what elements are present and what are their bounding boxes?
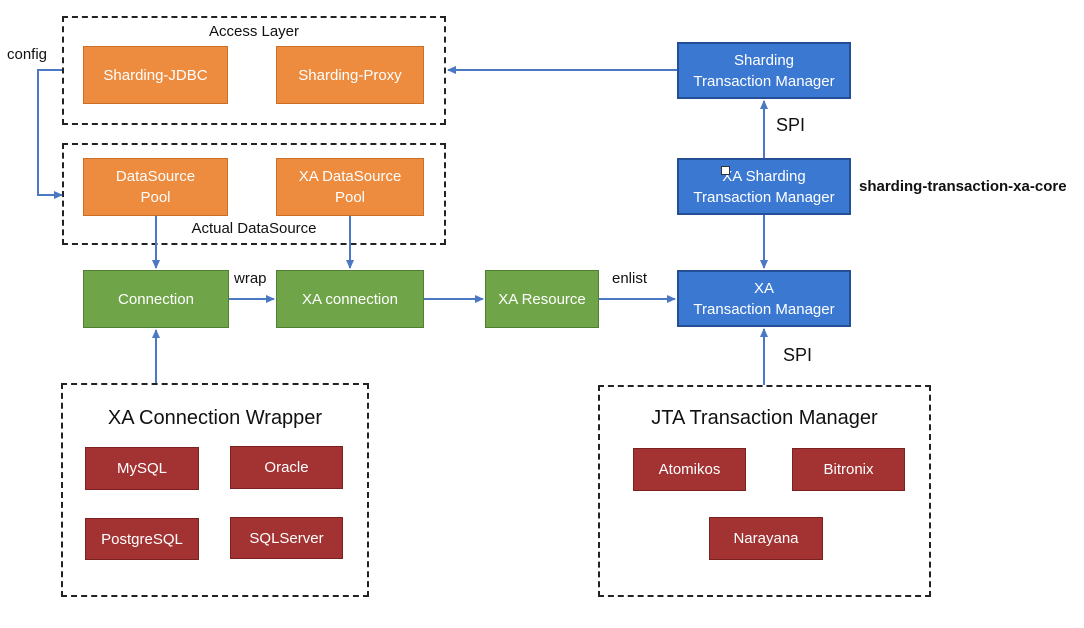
xa-connection-wrapper-title: XA Connection Wrapper bbox=[107, 407, 323, 429]
spi-bottom-label: SPI bbox=[783, 345, 813, 365]
sqlserver-node: SQLServer bbox=[230, 517, 343, 559]
xa-connection-wrapper-group: XA Connection Wrapper bbox=[61, 383, 369, 597]
mysql-node: MySQL bbox=[85, 447, 199, 490]
jta-transaction-manager-title: JTA Transaction Manager bbox=[651, 407, 878, 429]
oracle-node: Oracle bbox=[230, 446, 343, 489]
bitronix-node: Bitronix bbox=[792, 448, 905, 491]
atomikos-node: Atomikos bbox=[633, 448, 746, 491]
cursor-icon bbox=[721, 166, 730, 175]
xa-datasource-pool-node: XA DataSource Pool bbox=[276, 158, 424, 216]
postgresql-node: PostgreSQL bbox=[85, 518, 199, 560]
xa-resource-node: XA Resource bbox=[485, 270, 599, 328]
sharding-proxy-node: Sharding-Proxy bbox=[276, 46, 424, 104]
actual-datasource-group: Actual DataSource bbox=[62, 143, 446, 245]
module-label: sharding-transaction-xa-core bbox=[859, 178, 1067, 195]
datasource-pool-node: DataSource Pool bbox=[83, 158, 228, 216]
access-layer-group: Access Layer bbox=[62, 16, 446, 125]
config-label: config bbox=[7, 46, 48, 63]
narayana-node: Narayana bbox=[709, 517, 823, 560]
config-arrow bbox=[37, 69, 63, 199]
enlist-label: enlist bbox=[612, 270, 648, 287]
wrap-label: wrap bbox=[234, 270, 267, 287]
actual-datasource-title: Actual DataSource bbox=[191, 220, 317, 237]
connection-node: Connection bbox=[83, 270, 229, 328]
xa-transaction-manager-node: XA Transaction Manager bbox=[677, 270, 851, 327]
sharding-jdbc-node: Sharding-JDBC bbox=[83, 46, 228, 104]
xa-connection-node: XA connection bbox=[276, 270, 424, 328]
access-layer-title: Access Layer bbox=[208, 23, 300, 40]
jta-transaction-manager-group: JTA Transaction Manager bbox=[598, 385, 931, 597]
xa-sharding-transaction-manager-node: XA Sharding Transaction Manager bbox=[677, 158, 851, 215]
spi-top-label: SPI bbox=[776, 115, 806, 135]
sharding-transaction-manager-node: Sharding Transaction Manager bbox=[677, 42, 851, 99]
